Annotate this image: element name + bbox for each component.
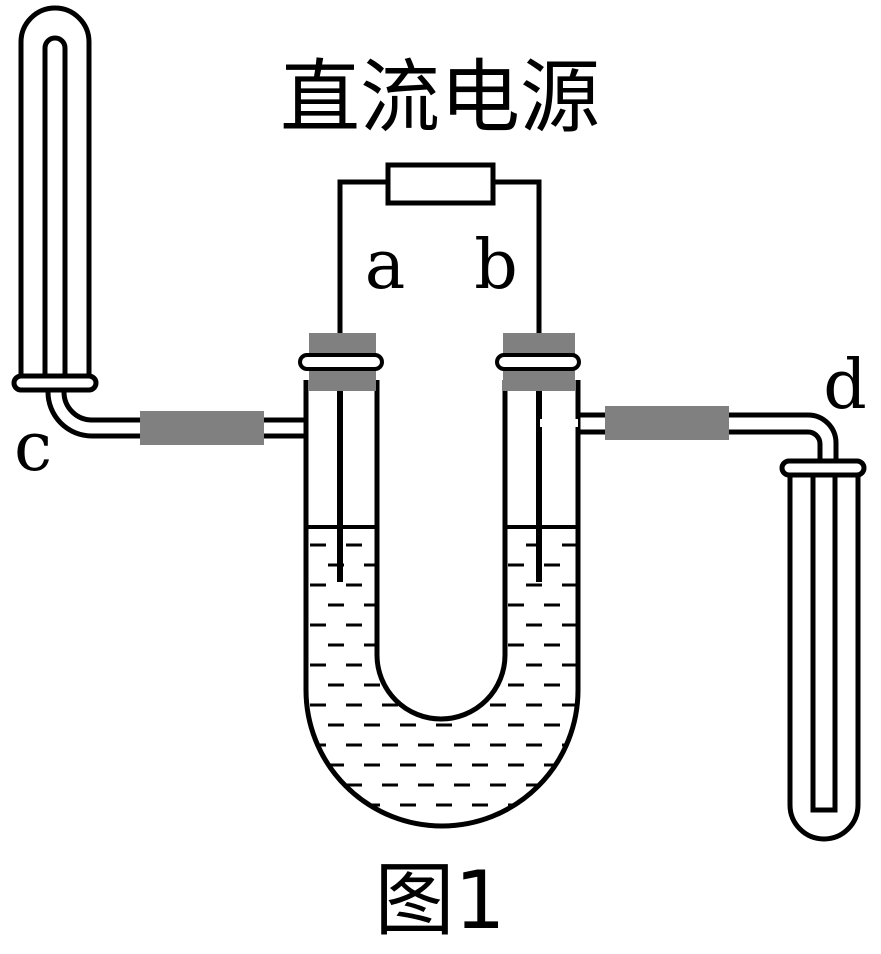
label-d: d	[823, 346, 867, 425]
test-tube-d	[779, 458, 867, 842]
side-arm-left	[45, 391, 306, 439]
stopper-right	[495, 333, 581, 391]
dc-power-supply	[385, 162, 496, 206]
figure-caption: 图1	[375, 854, 506, 947]
power-supply-circuit	[337, 162, 542, 335]
u-tube	[303, 380, 581, 829]
side-arm-right	[578, 412, 839, 465]
wire-right	[493, 179, 542, 335]
power-supply-title: 直流电源	[280, 51, 600, 144]
stopper-left	[298, 333, 384, 391]
label-a: a	[365, 226, 406, 305]
rubber-tube-right	[605, 406, 729, 440]
label-b: b	[474, 226, 518, 305]
label-c: c	[14, 408, 52, 487]
test-tube-c	[11, 5, 99, 393]
wire-left	[337, 179, 388, 335]
